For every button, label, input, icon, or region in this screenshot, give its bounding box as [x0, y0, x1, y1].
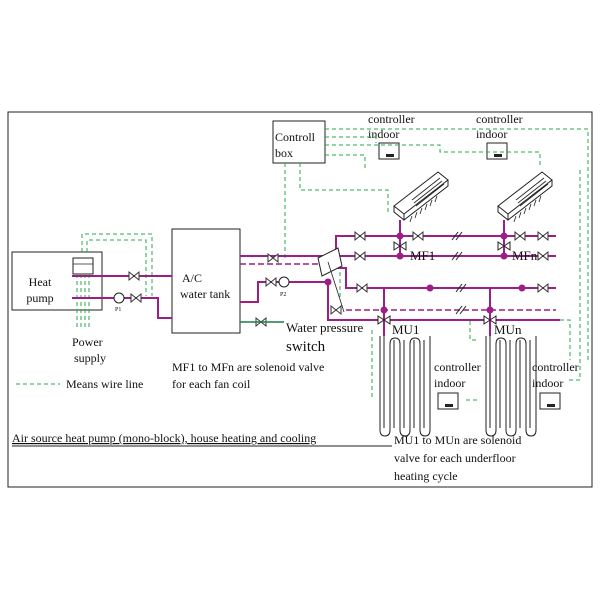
heat-pump-label-1: Heat	[29, 275, 52, 289]
mu-note-line-3: heating cycle	[394, 469, 458, 483]
mf1-label: MF1	[410, 248, 435, 263]
pipe-junctions	[324, 232, 526, 314]
mf-note-line-2: for each fan coil	[172, 377, 251, 391]
power-supply-label-2: supply	[74, 351, 106, 365]
water-pressure-switch-label-2: switch	[286, 339, 326, 355]
control-box-label-2: box	[275, 146, 293, 160]
controller-bottom-2: controller indoor	[532, 360, 579, 410]
ac-water-tank: A/C water tank	[171, 228, 241, 334]
pump-p2: P2	[278, 276, 290, 298]
controller-top-2-label-a: controller	[476, 112, 523, 126]
controller-top-2: controller indoor	[476, 112, 523, 160]
water-tank-label: water tank	[180, 287, 230, 301]
controller-top-1: controller indoor	[368, 112, 415, 160]
controller-top-2-label-b: indoor	[476, 127, 507, 141]
controller-bottom-1-label-b: indoor	[434, 376, 465, 390]
fan-coil-unit-n	[497, 171, 553, 223]
diagram-frame	[7, 111, 593, 488]
solenoid-valves	[377, 241, 511, 325]
mu1-label: MU1	[392, 322, 419, 337]
water-pressure-switch-label-1: Water pressure	[286, 320, 364, 335]
ac-label: A/C	[182, 271, 202, 285]
controller-bottom-2-label-b: indoor	[532, 376, 563, 390]
power-supply-label-1: Power	[72, 335, 103, 349]
heat-pump-label-2: pump	[26, 291, 53, 305]
pump-p1: P1	[113, 292, 125, 313]
pump-p1-label: P1	[115, 307, 121, 313]
control-box-label-1: Controll	[275, 130, 316, 144]
controller-bottom-1: controller indoor	[434, 360, 481, 410]
fan-coil-unit-1	[393, 171, 449, 223]
wire-legend-label: Means wire line	[66, 377, 143, 391]
underfloor-loop-n	[485, 336, 537, 437]
controller-top-1-label-a: controller	[368, 112, 415, 126]
heat-pump: Heat pump	[11, 251, 103, 311]
control-box: Controll box	[272, 120, 326, 164]
controller-bottom-1-label-a: controller	[434, 360, 481, 374]
wire-lines	[16, 128, 589, 401]
diagram-title: Air source heat pump (mono-block), house…	[12, 431, 316, 445]
mu-note-line-1: MU1 to MUn are solenoid	[394, 433, 521, 447]
mf-note-line-1: MF1 to MFn are solenoid valve	[172, 360, 324, 374]
mun-label: MUn	[494, 322, 522, 337]
mu-note-line-2: valve for each underfloor	[394, 451, 516, 465]
underfloor-loop-1	[379, 336, 431, 437]
pump-p2-label: P2	[280, 292, 286, 298]
pipe-break-marks	[451, 231, 467, 315]
water-pressure-switch	[317, 247, 345, 313]
mfn-label: MFn	[512, 248, 538, 263]
controller-bottom-2-label-a: controller	[532, 360, 579, 374]
